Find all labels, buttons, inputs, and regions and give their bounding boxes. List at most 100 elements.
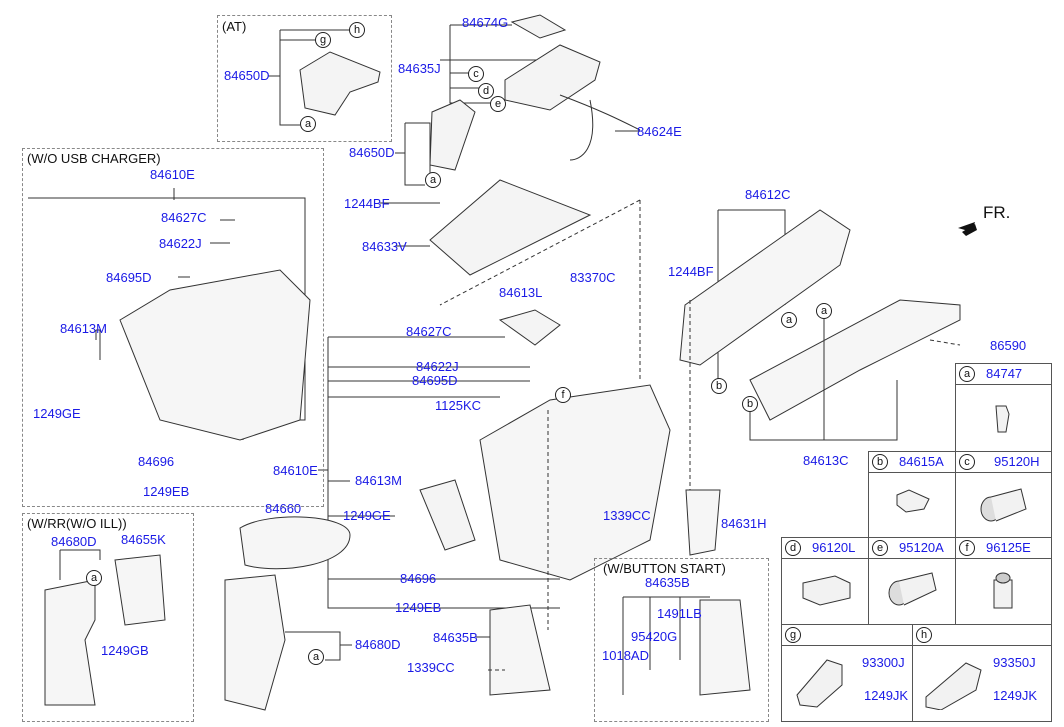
legend-cell-g[interactable]: g 93300J 1249JK <box>781 624 914 722</box>
ref-marker-f: f <box>555 387 571 403</box>
part-label-84635J[interactable]: 84635J <box>398 61 441 76</box>
86590-leader <box>929 339 961 346</box>
power-outlet-icon <box>980 488 1027 522</box>
part-label-84695D[interactable]: 84695D <box>412 373 458 388</box>
part-label-95420G[interactable]: 95420G <box>631 629 678 644</box>
part-label-84655K[interactable]: 84655K <box>121 532 166 547</box>
ref-marker-b: b <box>872 454 888 470</box>
part-label-84660[interactable]: 84660 <box>265 501 302 516</box>
aux-jack-icon <box>802 575 851 606</box>
part-label-1249GB[interactable]: 1249GB <box>101 643 149 658</box>
part-label-84680D[interactable]: 84680D <box>355 637 401 652</box>
legend-part-95120H: 95120H <box>994 454 1040 469</box>
group-wo-usb-title: (W/O USB CHARGER) <box>27 151 161 166</box>
part-label-84627C[interactable]: 84627C <box>406 324 452 339</box>
ref-marker-g: g <box>785 627 801 643</box>
rear-vent-part <box>114 554 166 626</box>
part-label-1339CC[interactable]: 1339CC <box>407 660 455 675</box>
console-bracket-part <box>489 604 551 696</box>
floor-console-part-b <box>479 384 671 581</box>
part-label-1244BF-right[interactable]: 1244BF <box>668 264 714 279</box>
group-w-button-frame <box>594 558 769 722</box>
ref-marker-h: h <box>349 22 365 38</box>
legend-part-95120A: 95120A <box>899 540 944 555</box>
legend-part-84615A: 84615A <box>899 454 944 469</box>
part-label-1018AD[interactable]: 1018AD <box>602 648 649 663</box>
part-label-84613C[interactable]: 84613C <box>803 453 849 468</box>
retainer-clip-icon <box>896 489 930 513</box>
ref-marker-a: a <box>816 303 832 319</box>
part-label-84622J-wo-usb[interactable]: 84622J <box>159 236 202 251</box>
legend-cell-b[interactable]: b 84615A <box>868 451 958 538</box>
ref-marker-e: e <box>872 540 888 556</box>
part-label-1249GE[interactable]: 1249GE <box>343 508 391 523</box>
part-label-1125KC[interactable]: 1125KC <box>435 398 482 413</box>
part-label-1249EB-wo-usb[interactable]: 1249EB <box>143 484 190 499</box>
upper-cover-part <box>504 44 601 111</box>
part-label-84635B-w-button[interactable]: 84635B <box>645 575 690 590</box>
part-label-84696-wo-usb[interactable]: 84696 <box>138 454 175 469</box>
part-label-1249EB[interactable]: 1249EB <box>395 600 442 615</box>
84613C-leaders <box>749 318 898 441</box>
legend-cell-h[interactable]: h 93350J 1249JK <box>912 624 1052 722</box>
part-label-84680D-w-rr[interactable]: 84680D <box>51 534 97 549</box>
part-label-84624E[interactable]: 84624E <box>637 124 682 139</box>
legend-part-84747: 84747 <box>986 366 1023 381</box>
part-label-84627C-wo-usb[interactable]: 84627C <box>161 210 207 225</box>
side-cover-upper-part <box>679 209 851 366</box>
ref-marker-a: a <box>781 312 797 328</box>
part-label-1339CC-right[interactable]: 1339CC <box>603 508 651 523</box>
ref-marker-a: a <box>86 570 102 586</box>
group-at-title: (AT) <box>222 19 247 34</box>
ref-marker-a: a <box>308 649 324 665</box>
legend-part-93350J: 93350J <box>993 655 1036 670</box>
part-label-1491LB[interactable]: 1491LB <box>657 606 702 621</box>
center-phantom <box>488 410 549 671</box>
part-label-86590[interactable]: 86590 <box>990 338 1027 353</box>
part-label-84612C[interactable]: 84612C <box>745 187 791 202</box>
group-w-rr-title: (W/RR(W/O ILL)) <box>27 516 127 531</box>
part-label-84613M[interactable]: 84613M <box>355 473 402 488</box>
part-label-84650D-at[interactable]: 84650D <box>224 68 270 83</box>
ref-marker-a: a <box>425 172 441 188</box>
w-button-leaders <box>622 596 710 695</box>
part-label-84633V[interactable]: 84633V <box>362 239 407 254</box>
part-label-84613M-wo-usb[interactable]: 84613M <box>60 321 107 336</box>
usb-port-icon <box>993 572 1013 609</box>
ref-marker-a: a <box>300 116 316 132</box>
group-w-rr-frame <box>22 513 194 722</box>
part-label-84613L[interactable]: 84613L <box>499 285 543 300</box>
wo-usb-leaders <box>95 219 235 360</box>
group-w-button-title: (W/BUTTON START) <box>603 561 726 576</box>
side-cover-lower-part <box>749 299 961 421</box>
part-label-84695D-wo-usb[interactable]: 84695D <box>106 270 152 285</box>
legend-cell-e[interactable]: e 95120A <box>868 537 958 626</box>
part-label-1244BF[interactable]: 1244BF <box>344 196 390 211</box>
switch-assembly-icon <box>796 659 843 708</box>
part-label-84610E-wo-usb[interactable]: 84610E <box>150 167 195 182</box>
ref-marker-g: g <box>315 32 331 48</box>
rear-cover-part-a <box>224 574 286 711</box>
part-label-1249GE-wo-usb[interactable]: 1249GE <box>33 406 81 421</box>
wiring-harness-part <box>559 94 641 161</box>
part-label-83370C[interactable]: 83370C <box>570 270 616 285</box>
part-label-84674G[interactable]: 84674G <box>462 15 509 30</box>
switch-assembly-icon <box>925 662 982 710</box>
armrest-lid-part <box>239 516 351 570</box>
ref-marker-h: h <box>916 627 932 643</box>
part-label-84622J[interactable]: 84622J <box>416 359 459 374</box>
part-label-84610E[interactable]: 84610E <box>273 463 318 478</box>
part-label-84650D-main[interactable]: 84650D <box>349 145 395 160</box>
ref-marker-c: c <box>468 66 484 82</box>
part-label-84635B[interactable]: 84635B <box>433 630 478 645</box>
storage-tray-mat-part <box>510 14 567 39</box>
power-outlet-icon <box>888 572 937 606</box>
part-label-84631H[interactable]: 84631H <box>721 516 767 531</box>
console-bracket-part-b <box>699 599 751 696</box>
part-label-84696[interactable]: 84696 <box>400 571 437 586</box>
ref-marker-d: d <box>478 83 494 99</box>
